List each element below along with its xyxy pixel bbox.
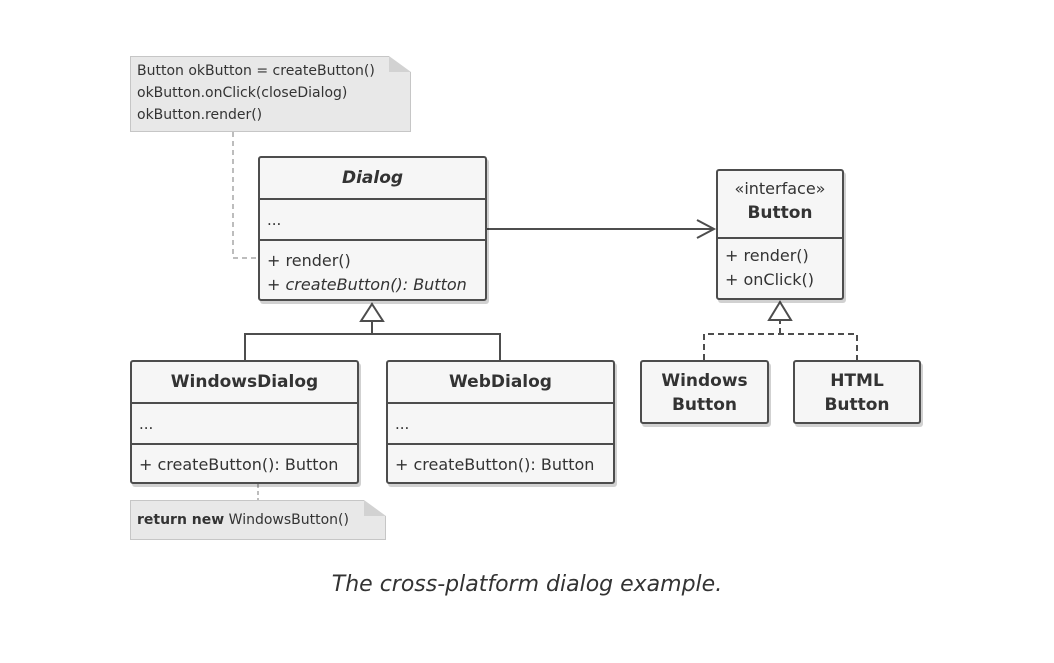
realization-lines [703,321,858,360]
realization-triangle [767,300,793,321]
code-note-bottom: return new WindowsButton() [130,500,386,540]
association-arrowhead [696,219,717,239]
web-dialog-operations: + createButton(): Button [388,443,613,477]
note-line-2: okButton.onClick(closeDialog) [137,85,348,101]
figure-caption: The cross-platform dialog example. [331,572,723,597]
inheritance-triangle [359,302,385,322]
note-fold-corner [389,56,411,72]
note-expression: WindowsButton() [228,512,349,528]
inheritance-lines [244,321,501,360]
dialog-op-render: + render() [267,251,351,270]
button-interface-header: «interface» Button [718,171,842,237]
note-link-top [232,132,258,259]
web-dialog-name: WebDialog [449,372,552,392]
note-fold-corner-bottom [364,500,386,516]
web-dialog-fields: ... [388,402,613,443]
dialog-op-createbutton: + createButton(): Button [267,275,467,294]
dialog-fields: ... [260,198,485,239]
html-button-class: HTML Button [793,360,921,424]
interface-name: Button [747,203,813,223]
windows-button-class: Windows Button [640,360,769,424]
button-interface-operations: + render() + onClick() [718,237,842,292]
windows-button-line-1: Windows [661,371,748,391]
interface-stereotype: «interface» [734,179,826,198]
note-line-3: okButton.render() [137,107,263,123]
web-dialog-op-createbutton: + createButton(): Button [395,455,595,474]
interface-op-onclick: + onClick() [725,270,815,289]
web-dialog-class: WebDialog ... + createButton(): Button [386,360,615,484]
button-interface: «interface» Button + render() + onClick(… [716,169,844,300]
note-line-1: Button okButton = createButton() [137,63,375,79]
interface-op-render: + render() [725,246,809,265]
dialog-operations: + render() + createButton(): Button [260,239,485,297]
dialog-class-name: Dialog [341,168,404,188]
windows-dialog-class: WindowsDialog ... + createButton(): Butt… [130,360,359,484]
code-note-top: Button okButton = createButton() okButto… [130,56,411,132]
dialog-class: Dialog ... + render() + createButton(): … [258,156,487,301]
html-button-line-1: HTML [830,371,884,391]
windows-dialog-name: WindowsDialog [170,372,319,392]
windows-dialog-operations: + createButton(): Button [132,443,357,477]
windows-button-line-2: Button [671,395,738,415]
html-button-line-2: Button [824,395,890,415]
windows-dialog-fields: ... [132,402,357,443]
note-keyword: return new [137,512,225,528]
windows-dialog-op-createbutton: + createButton(): Button [139,455,339,474]
